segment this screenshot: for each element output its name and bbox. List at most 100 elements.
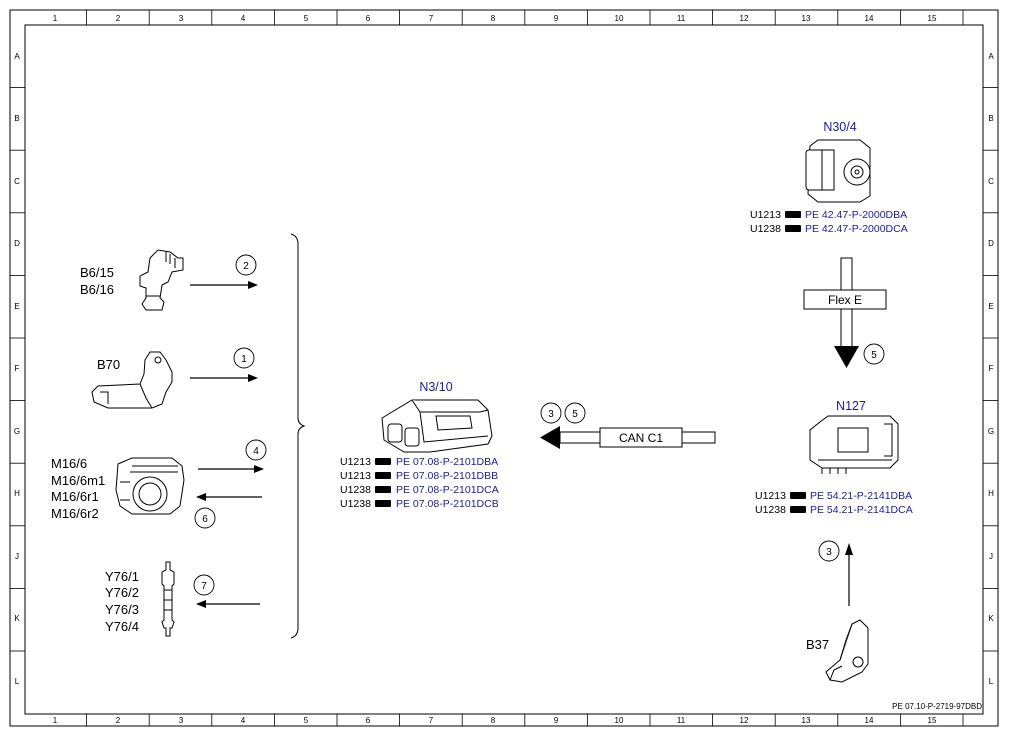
col-label: 2	[116, 716, 121, 725]
component-title: N127	[836, 399, 866, 413]
col-label: 3	[179, 716, 184, 725]
component-label: Y76/3	[105, 602, 139, 617]
col-label: 7	[429, 14, 434, 23]
component-label: B37	[806, 637, 829, 652]
row-label: D	[14, 239, 20, 248]
row-label: B	[988, 114, 993, 123]
n127-control-unit: N127 U1213 PE 54.21-P-2141DBA U1238 PE 5…	[755, 399, 913, 516]
ref-link[interactable]: PE 07.08-P-2101DCB	[396, 498, 499, 510]
row-label: A	[14, 52, 20, 61]
ref-link[interactable]: PE 42.47-P-2000DBA	[805, 209, 907, 221]
bus-label-box	[599, 427, 683, 448]
pedal-sensor-icon	[825, 619, 869, 683]
col-label: 15	[928, 14, 937, 23]
ref-code: U1213	[340, 456, 371, 468]
row-label: C	[14, 177, 20, 186]
ref-link[interactable]: PE 42.47-P-2000DCA	[805, 223, 908, 235]
row-label: F	[15, 364, 20, 373]
signal-number: 5	[871, 350, 877, 361]
col-label: 3	[179, 14, 184, 23]
signal-number: 4	[253, 446, 259, 457]
signal-number: 5	[572, 409, 578, 420]
col-label: 9	[554, 14, 559, 23]
col-label: 9	[554, 716, 559, 725]
y76-injectors: Y76/1 Y76/2 Y76/3 Y76/4 7	[105, 561, 260, 637]
signal-number: 3	[548, 409, 554, 420]
component-label: B6/16	[80, 282, 114, 297]
column-numbers-top: 1 2 3 4 5 6 7 8 9 10 11 12 13 14 15	[53, 14, 937, 23]
col-label: 2	[116, 14, 121, 23]
row-label: D	[988, 239, 994, 248]
drawing-frame	[9, 9, 999, 727]
col-label: 4	[241, 14, 246, 23]
ref-code: U1238	[340, 484, 371, 496]
col-label: 13	[802, 716, 811, 725]
n30-4-control-unit: N30/4 U1213 PE 42.47-P-2000DBA U1238 PE …	[750, 120, 908, 235]
component-label: M16/6r2	[51, 506, 99, 521]
component-label: B6/15	[80, 265, 114, 280]
bus-label: Flex E	[828, 293, 862, 307]
powertrain-module-icon	[809, 415, 899, 474]
flex-e-bus: Flex E 5	[803, 257, 887, 368]
row-label: G	[14, 427, 20, 436]
component-label: M16/6m1	[51, 473, 105, 488]
n3-10-control-unit: N3/10 U1213 PE 07.08-P-2101DBA U1213 PE …	[340, 380, 499, 510]
col-label: 7	[429, 716, 434, 725]
col-label: 12	[740, 716, 749, 725]
col-label: 12	[740, 14, 749, 23]
component-label: M16/6r1	[51, 489, 99, 504]
component-title: N30/4	[823, 120, 856, 134]
bus-label: CAN C1	[619, 431, 663, 445]
row-label: A	[988, 52, 994, 61]
b70-sensor: B70 1	[91, 347, 258, 409]
injector-icon	[161, 561, 175, 637]
input-group-brace	[290, 233, 306, 639]
ref-link[interactable]: PE 54.21-P-2141DCA	[810, 504, 913, 516]
ref-link[interactable]: PE 07.08-P-2101DCA	[396, 484, 499, 496]
col-label: 4	[241, 716, 246, 725]
component-label: Y76/4	[105, 619, 139, 634]
col-label: 8	[491, 14, 496, 23]
ref-link[interactable]: PE 07.08-P-2101DBA	[396, 456, 498, 468]
row-label: H	[988, 489, 994, 498]
row-letters-left: A B C D E F G H J K L	[14, 52, 20, 686]
signal-number: 1	[241, 354, 247, 365]
row-label: E	[988, 302, 993, 311]
signal-number: 6	[202, 514, 208, 525]
col-label: 6	[366, 716, 371, 725]
row-letters-right: A B C D E F G H J K L	[988, 52, 994, 686]
row-label: H	[14, 489, 20, 498]
col-label: 15	[928, 716, 937, 725]
ecu-icon	[381, 399, 493, 453]
component-title: N3/10	[419, 380, 452, 394]
row-label: B	[14, 114, 19, 123]
document-id: PE 07.10-P-2719-97DBD	[892, 702, 982, 711]
column-numbers-bottom: 1 2 3 4 5 6 7 8 9 10 11 12 13 14 15	[53, 716, 937, 725]
throttle-body-icon	[115, 457, 185, 515]
row-label: G	[988, 427, 994, 436]
crankshaft-sensor-icon	[91, 351, 173, 409]
col-label: 8	[491, 716, 496, 725]
row-label: L	[15, 677, 20, 686]
camshaft-sensor-icon	[139, 249, 184, 311]
col-label: 11	[677, 716, 686, 725]
n127-references: U1213 PE 54.21-P-2141DBA U1238 PE 54.21-…	[755, 490, 913, 516]
pointing-hand-icon	[375, 458, 391, 507]
signal-number: 2	[243, 261, 249, 272]
component-label: M16/6	[51, 456, 87, 471]
b37-accelerator-pedal: 3 B37	[806, 540, 869, 683]
row-label: J	[989, 552, 993, 561]
ref-code: U1238	[340, 498, 371, 510]
n30-4-references: U1213 PE 42.47-P-2000DBA U1238 PE 42.47-…	[750, 209, 908, 235]
col-label: 5	[304, 14, 309, 23]
m16-throttle-actuator: M16/6 M16/6m1 M16/6r1 M16/6r2 4 6	[51, 439, 267, 529]
ref-code: U1213	[340, 470, 371, 482]
col-label: 14	[865, 14, 874, 23]
ref-link[interactable]: PE 54.21-P-2141DBA	[810, 490, 912, 502]
can-c1-bus: CAN C1 3 5	[540, 402, 716, 449]
ref-link[interactable]: PE 07.08-P-2101DBB	[396, 470, 498, 482]
b6-sensor: B6/15 B6/16 2	[80, 249, 258, 311]
col-label: 10	[615, 14, 624, 23]
ref-code: U1213	[750, 209, 781, 221]
